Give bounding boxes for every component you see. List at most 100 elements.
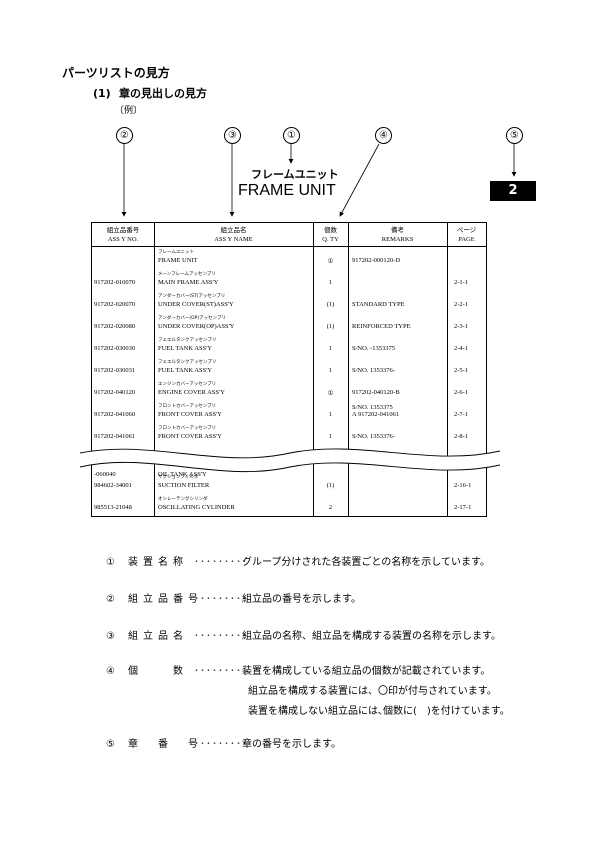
row-assy-name: SUCTION FILTER [158,482,210,489]
row-page: 2-6-1 [454,389,469,396]
page-heading: パーツリストの見方 [62,66,170,80]
description-row: ③ 組立品名 ･････････組立品の名称、組立品を構成する装置の名称を示します。 [106,627,501,642]
row-qty: ① [327,390,334,397]
row-remarks: S/NO. -1353375 [352,345,395,352]
description-label: 組立品名 [128,631,188,642]
row-name-kana: フェエルタンクアッセンブリ [158,360,217,365]
row-assy-name: FRAME UNIT [158,257,198,264]
row-assy-name: UNDER COVER(ST)ASS'Y [158,301,234,308]
row-remarks: S/NO. 1353376- [352,367,395,374]
row-name-kana: アンダーカバー(OP)アッセンブリ [158,316,226,321]
row-page: 2-5-1 [454,367,469,374]
row-page: 2-4-1 [454,345,469,352]
description-text: グループ分けされた各装置ごとの名称を示しています。 [242,557,490,568]
row-name-kana: オシレーテングシリンダ [158,497,208,502]
row-assy-no: 917202-041060 [94,411,136,418]
row-name-kana: フェエルタンクアッセンブリ [158,338,217,343]
description-leader-dots: ･････････ [194,739,248,750]
row-assy-no: 984602-34001 [94,482,132,489]
row-name-kana: メーンフレームアッセンブリ [158,272,216,277]
description-row: ④ 個 数 ･････････装置を構成している組立品の個数が記載されています。 [106,662,490,677]
description-text: 装置を構成している組立品の個数が記載されています。 [242,666,491,677]
row-remarks: 917202-000120-D [352,257,401,264]
row-page: 2-2-1 [454,301,469,308]
callout-1: ① [283,127,300,144]
row-qty: (1) [326,482,335,489]
row-assy-no: 917202-020080 [94,323,136,330]
description-label: 装置名称 [128,557,188,568]
description-marker: ③ [106,631,115,642]
description-marker: ④ [106,666,115,677]
description-row: ① 装置名称 ･････････グループ分けされた各装置ごとの名称を示しています。 [106,553,490,568]
description-text: 章の番号を示します。 [242,739,341,750]
row-remarks-2: A 917202-041061 [352,411,400,418]
chapter-number-box: 2 [490,181,536,201]
description-continuation: 装置を構成しない組立品には､個数に( )を付けています。 [248,706,510,717]
description-leader-dots: ･････････ [194,557,248,568]
row-qty: (1) [326,323,335,330]
row-assy-name: OSCILLATING CYLINDER [158,504,235,511]
description-leader-dots: ･････････ [194,666,248,677]
section-number: (1) [93,87,111,100]
row-assy-no: 917202-040120 [94,389,136,396]
row-remarks: REINFORCED TYPE [352,323,411,330]
row-page: 2-17-1 [454,504,472,511]
callout-4: ④ [375,127,392,144]
row-assy-no: 917202-010070 [94,279,136,286]
row-remarks: STANDARD TYPE [352,301,405,308]
description-text: 組立品の名称、組立品を構成する装置の名称を示します。 [242,631,501,642]
description-marker: ① [106,557,115,568]
description-label: 組立品番号 [128,594,203,605]
row-page: 2-3-1 [454,323,469,330]
frame-title-jp: フレームユニット [251,168,339,181]
row-assy-name: UNDER COVER(OP)ASS'Y [158,323,235,330]
row-name-kana: サクションフィルタ [158,475,199,480]
row-name-kana: アンダーカバー(ST)アッセンブリ [158,294,226,299]
callout-2: ② [116,127,133,144]
row-qty: 1 [328,367,333,374]
section-title: 章の見出しの見方 [119,87,207,100]
row-name-kana: フロントカバーアッセンブリ [158,426,217,431]
row-assy-name: FUEL TANK ASS'Y [158,367,213,374]
description-leader-dots: ･････････ [194,631,248,642]
row-name-kana: フロントカバーアッセンブリ [158,404,217,409]
row-assy-no: 917202-041061 [94,433,136,440]
row-qty: 1 [328,279,333,286]
description-marker: ⑤ [106,739,115,750]
row-assy-no: 917202-020070 [94,301,136,308]
row-name-kana: フレームユニット [158,250,194,255]
row-assy-name: ENGINE COVER ASS'Y [158,389,225,396]
row-name-kana: エンジンカバーアッセンブリ [158,382,217,387]
row-assy-name: FRONT COVER ASS'Y [158,433,222,440]
row-remarks: S/NO. 1353375 [352,404,393,411]
frame-title-en: FRAME UNIT [238,182,336,199]
description-marker: ② [106,594,115,605]
example-label: 〔例〕 [115,106,143,116]
row-page: 2-1-1 [454,279,469,286]
row-assy-name: FRONT COVER ASS'Y [158,411,222,418]
row-assy-no: -060040 [94,471,116,478]
row-page: 2-16-1 [454,482,472,489]
table-break-wave [80,448,500,473]
description-label: 個 数 [128,666,188,677]
description-leader-dots: ･････････ [194,594,248,605]
description-continuation: 組立品を構成する装置には、〇印が付与されています。 [248,686,497,697]
row-qty: 1 [328,433,333,440]
row-qty: 2 [328,504,333,511]
row-remarks: S/NO. 1353376- [352,433,395,440]
row-remarks: 917202-040120-B [352,389,400,396]
row-assy-no: 917202-030030 [94,345,136,352]
row-assy-name: FUEL TANK ASS'Y [158,345,213,352]
row-assy-no: 985513-21048 [94,504,132,511]
row-qty: ① [327,258,334,265]
row-qty: (1) [326,301,335,308]
